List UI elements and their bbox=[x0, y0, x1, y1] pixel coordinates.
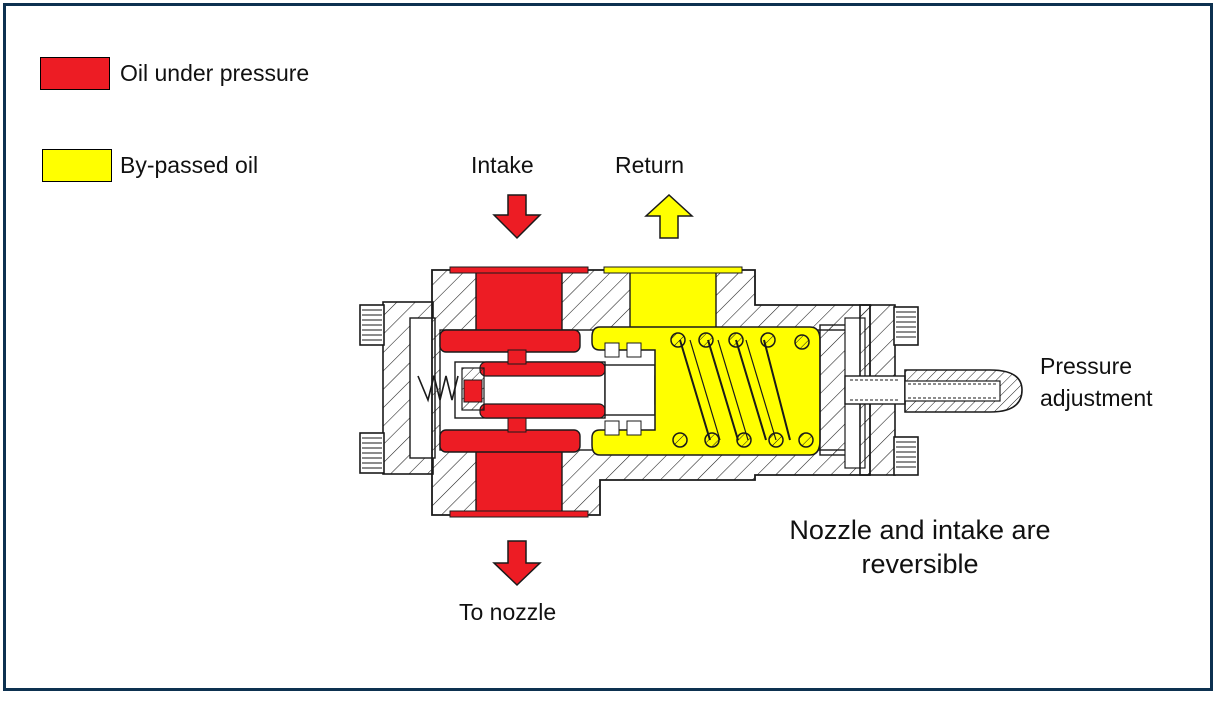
reversible-note-line2: reversible bbox=[861, 549, 979, 579]
legend-label-bypass: By-passed oil bbox=[120, 152, 259, 178]
pressure-adjustment-label-line2: adjustment bbox=[1040, 385, 1153, 411]
pressure-adjustment-screw bbox=[844, 369, 1023, 413]
legend-swatch-bypass bbox=[42, 149, 112, 182]
to-nozzle-arrow bbox=[492, 540, 542, 587]
intake-label: Intake bbox=[471, 152, 534, 178]
pressure-adjustment-label-line1: Pressure bbox=[1040, 353, 1133, 379]
figure-frame bbox=[3, 3, 1213, 691]
check-valve bbox=[417, 367, 485, 411]
intake-arrow bbox=[492, 194, 542, 240]
return-arrow bbox=[644, 193, 694, 239]
legend-label-pressure: Oil under pressure bbox=[120, 60, 310, 86]
legend-swatch-pressure bbox=[40, 57, 110, 90]
return-port bbox=[603, 266, 743, 329]
main-spring bbox=[670, 332, 814, 448]
intake-port bbox=[439, 266, 589, 353]
reversible-note-line1: Nozzle and intake are bbox=[789, 515, 1051, 545]
to-nozzle-label: To nozzle bbox=[459, 599, 557, 625]
reversible-note: Nozzle and intake are reversible bbox=[740, 513, 1100, 581]
return-label: Return bbox=[615, 152, 685, 178]
